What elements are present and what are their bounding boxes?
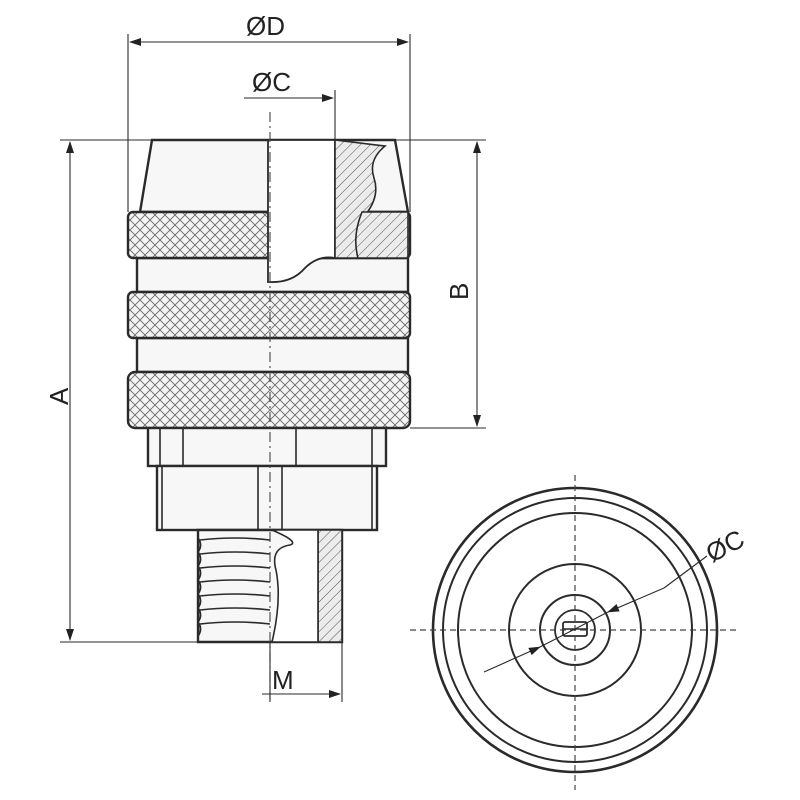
section-hatch-ring [354, 211, 409, 259]
dim-d-label: ØD [246, 11, 285, 41]
section-cutaway [267, 139, 336, 283]
end-view: ØC [410, 475, 749, 790]
body-collar [146, 426, 388, 468]
stem-section-hatch [317, 529, 343, 643]
dimensions: ØD ØC A B M [44, 11, 486, 702]
thread-lines [199, 537, 271, 625]
dim-m-label: M [272, 665, 294, 695]
dim-a-label: A [44, 387, 74, 405]
stem-cut-edge [270, 529, 319, 643]
dim-c-end-label: ØC [701, 523, 750, 568]
dim-c-top-label: ØC [252, 67, 291, 97]
dim-c-end-arrow-lower [483, 646, 541, 673]
dim-c-end-leader [663, 555, 708, 589]
side-view [126, 112, 412, 700]
hex-body [155, 464, 379, 532]
thread-profile [196, 537, 202, 637]
dim-c-end-arrow-upper [607, 587, 665, 613]
nut-plain-band-2 [135, 336, 410, 374]
knurled-ring-3 [126, 370, 412, 430]
knurled-ring-2 [126, 290, 412, 340]
dim-b-label: B [444, 283, 474, 300]
